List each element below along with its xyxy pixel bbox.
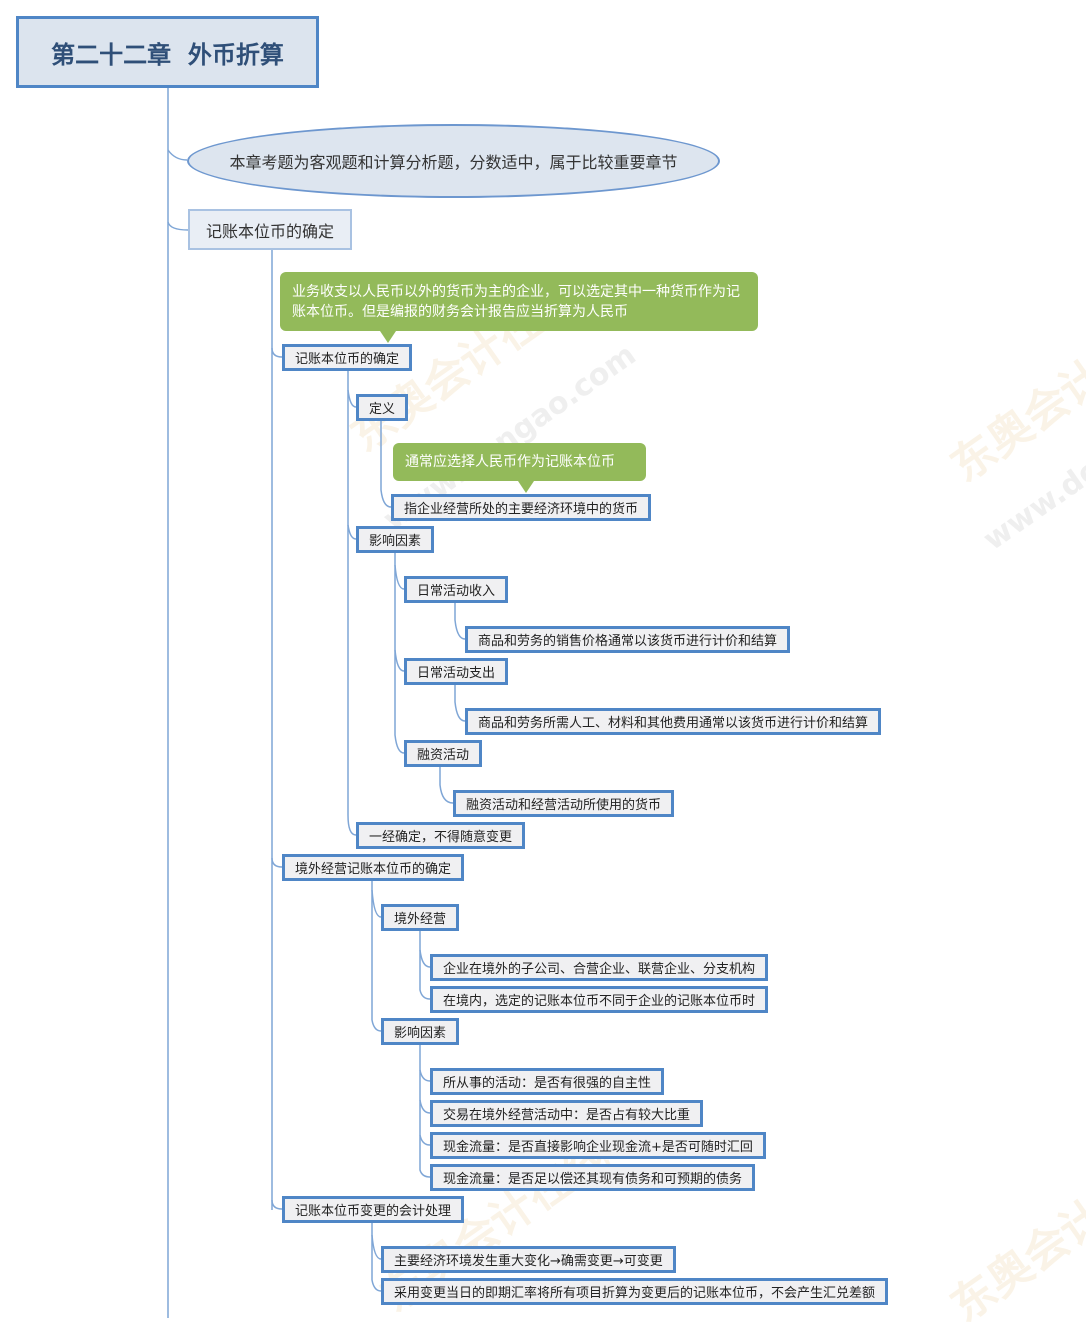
node-change-1[interactable]: 主要经济环境发生重大变化→确需变更→可变更 [381, 1246, 676, 1273]
callout-tail [518, 481, 534, 493]
node-financing-text[interactable]: 融资活动和经营活动所使用的货币 [453, 790, 675, 817]
node-factor-2[interactable]: 交易在境外经营活动中：是否占有较大比重 [430, 1100, 704, 1127]
section-label: 记账本位币的确定 [205, 221, 334, 241]
callout-tail [380, 331, 396, 343]
node-definition[interactable]: 定义 [356, 394, 409, 421]
node-overseas-1[interactable]: 企业在境外的子公司、合营企业、联营企业、分支机构 [430, 954, 769, 981]
main-callout: 业务收支以人民币以外的货币为主的企业，可以选定其中一种货币作为记账本位币。但是编… [280, 272, 758, 343]
node-factors[interactable]: 影响因素 [356, 526, 435, 553]
chapter-summary-node[interactable]: 本章考题为客观题和计算分析题，分数适中，属于比较重要章节 [187, 124, 720, 198]
node-factor-3[interactable]: 现金流量：是否直接影响企业现金流+是否可随时汇回 [430, 1132, 766, 1159]
node-definition-text[interactable]: 指企业经营所处的主要经济环境中的货币 [391, 494, 652, 521]
node-factor-4[interactable]: 现金流量：是否足以偿还其现有债务和可预期的债务 [430, 1164, 756, 1191]
node-determination[interactable]: 记账本位币的确定 [282, 344, 413, 371]
definition-callout: 通常应选择人民币作为记账本位币 [393, 443, 646, 493]
node-financing[interactable]: 融资活动 [404, 740, 483, 767]
node-change[interactable]: 记账本位币变更的会计处理 [282, 1196, 465, 1223]
node-daily-income-text[interactable]: 商品和劳务的销售价格通常以该货币进行计价和结算 [465, 626, 791, 653]
node-daily-income[interactable]: 日常活动收入 [404, 576, 509, 603]
chapter-title[interactable]: 第二十二章 外币折算 [16, 16, 319, 88]
node-overseas[interactable]: 境外经营 [381, 904, 460, 931]
node-change-2[interactable]: 采用变更当日的即期汇率将所有项目折算为变更后的记账本位币，不会产生汇兑差额 [381, 1278, 889, 1305]
callout-text: 业务收支以人民币以外的货币为主的企业，可以选定其中一种货币作为记账本位币。但是编… [292, 283, 740, 320]
summary-text: 本章考题为客观题和计算分析题，分数适中，属于比较重要章节 [229, 153, 678, 172]
node-daily-expense-text[interactable]: 商品和劳务所需人工、材料和其他费用通常以该货币进行计价和结算 [465, 708, 882, 735]
node-overseas-factors[interactable]: 影响因素 [381, 1018, 460, 1045]
node-daily-expense[interactable]: 日常活动支出 [404, 658, 509, 685]
section-node[interactable]: 记账本位币的确定 [188, 209, 352, 250]
node-no-change[interactable]: 一经确定，不得随意变更 [356, 822, 526, 849]
node-overseas-2[interactable]: 在境内，选定的记账本位币不同于企业的记账本位币时 [430, 986, 769, 1013]
node-factor-1[interactable]: 所从事的活动：是否有很强的自主性 [430, 1068, 665, 1095]
callout-text: 通常应选择人民币作为记账本位币 [405, 454, 615, 470]
node-overseas-determination[interactable]: 境外经营记账本位币的确定 [282, 854, 465, 881]
